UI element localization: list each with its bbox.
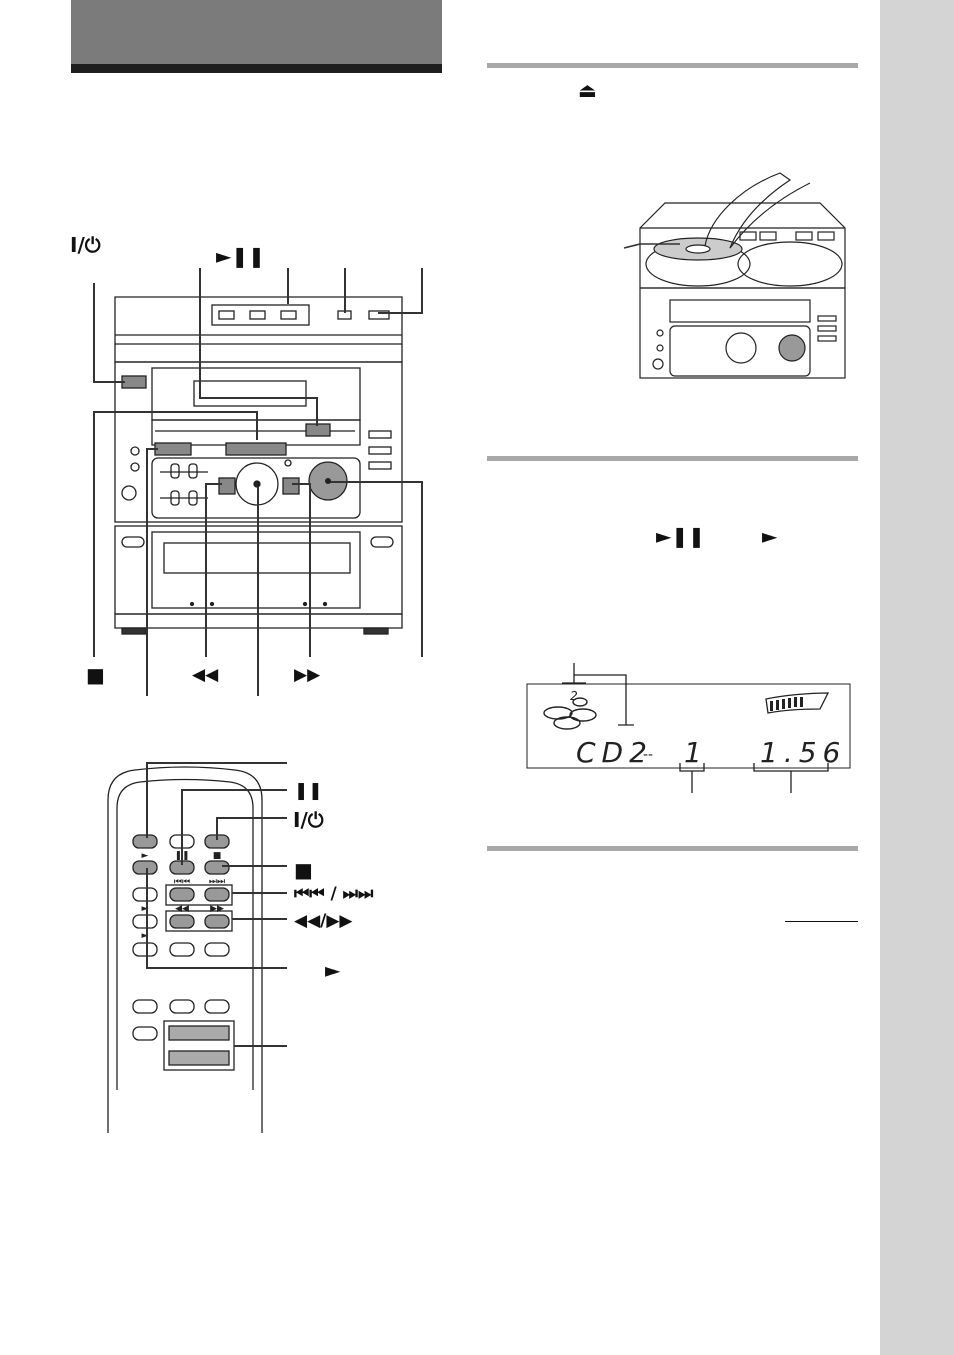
remote-btn-next-mark: ⏭⏭ — [209, 877, 225, 887]
remote-btn-rew-mark: ◀◀ — [175, 904, 189, 914]
time-readout: 1.56 — [760, 736, 846, 769]
remote-side-play-mark-1: ► — [142, 904, 149, 914]
remote-btn-stop-mark: ■ — [213, 851, 222, 861]
remote-stop-label: ■ — [294, 858, 313, 882]
cd-display-panel: 2 CD2 -- 1 1.56 — [526, 663, 851, 793]
rewind-label: ◀◀ — [192, 665, 219, 685]
disc-loading-illustration — [623, 172, 846, 379]
step2-play-pause-glyph: ►❚❚ — [656, 524, 705, 548]
disc-number: 2 — [570, 689, 578, 703]
section-header-rule — [71, 64, 442, 73]
remote-side-play-mark-2: ► — [142, 931, 149, 941]
remote-control-diagram: ► ❚❚ ■ ⏮⏮ ⏭⏭ ◀◀ ▶▶ ► ► — [107, 762, 287, 1133]
remote-power-label: I/⏻ — [293, 808, 324, 832]
stop-label: ■ — [86, 663, 105, 687]
remote-btn-prev-mark: ⏮⏮ — [174, 877, 190, 887]
remote-play-label: ► — [325, 958, 341, 982]
fast-forward-label: ▶▶ — [294, 665, 321, 685]
side-thumb-tab — [880, 0, 954, 1355]
track-readout: 1 — [684, 736, 702, 769]
step1-rule — [487, 63, 858, 68]
source-readout: CD2 — [576, 736, 653, 769]
power-label: I/⏻ — [70, 233, 101, 257]
step3-rule — [487, 846, 858, 851]
source-dashes: -- — [643, 747, 653, 763]
section-header-block — [71, 0, 442, 64]
remote-btn-play-mark: ► — [142, 851, 149, 861]
stereo-unit-diagram — [93, 268, 423, 696]
step2-play-glyph: ► — [762, 524, 778, 548]
remote-btn-ff-mark: ▶▶ — [210, 904, 224, 914]
play-pause-label: ►❚❚ — [216, 244, 265, 268]
step2-rule — [487, 456, 858, 461]
remote-search-label: ◀◀/▶▶ — [294, 911, 353, 931]
remote-pause-label: ❚❚ — [294, 781, 323, 801]
short-underline — [785, 921, 858, 922]
eject-icon: ⏏ — [578, 78, 597, 102]
remote-skip-label: ⏮⏮ / ⏭⏭ — [294, 884, 374, 904]
